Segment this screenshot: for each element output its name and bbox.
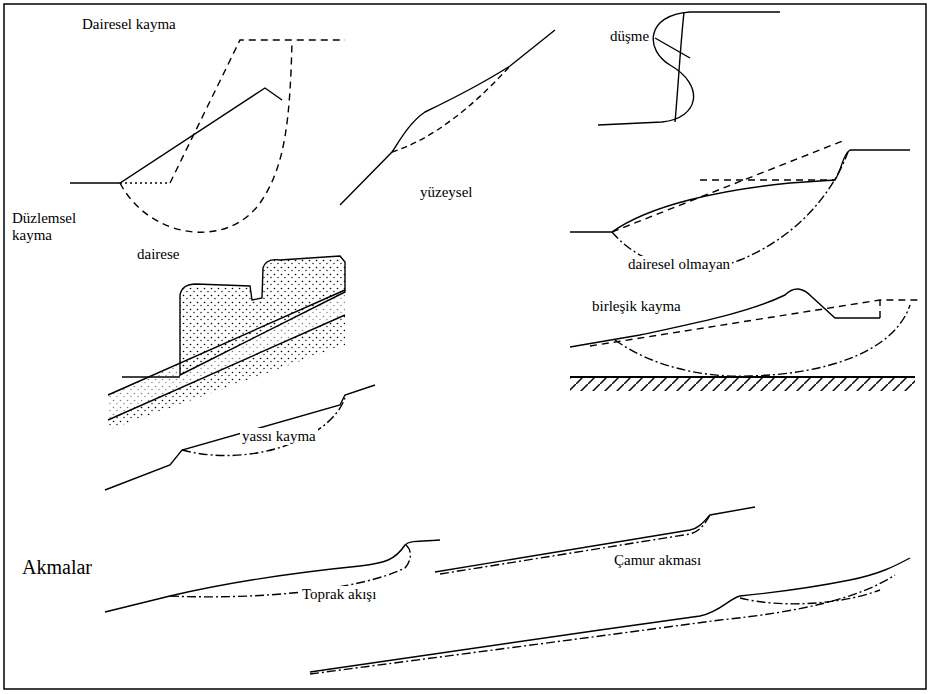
type-label: yüzeysel — [418, 184, 474, 201]
type-label: dairesel olmayan — [626, 256, 732, 273]
earth-flow — [105, 540, 440, 612]
type-label: yassı kayma — [240, 428, 318, 445]
frame — [4, 4, 926, 689]
type-label: birleşik kayma — [590, 298, 683, 315]
type-label: düşme — [608, 28, 651, 45]
non-circular-slide — [570, 140, 910, 269]
type-label: Çamur akması — [612, 552, 703, 569]
surface-slide — [340, 30, 555, 205]
type-label: Düzlemsel kayma — [10, 210, 86, 243]
type-label: Toprak akışı — [300, 586, 378, 603]
type-label: Akmalar — [20, 556, 94, 578]
fall — [598, 12, 780, 125]
type-label: dairese — [135, 246, 181, 263]
translational-slide — [105, 385, 375, 490]
planar-slide — [108, 256, 345, 430]
mud-flow — [310, 507, 910, 674]
type-label: Dairesel kayma — [80, 16, 178, 33]
compound-slide — [570, 289, 920, 391]
circular-slide — [70, 40, 345, 232]
